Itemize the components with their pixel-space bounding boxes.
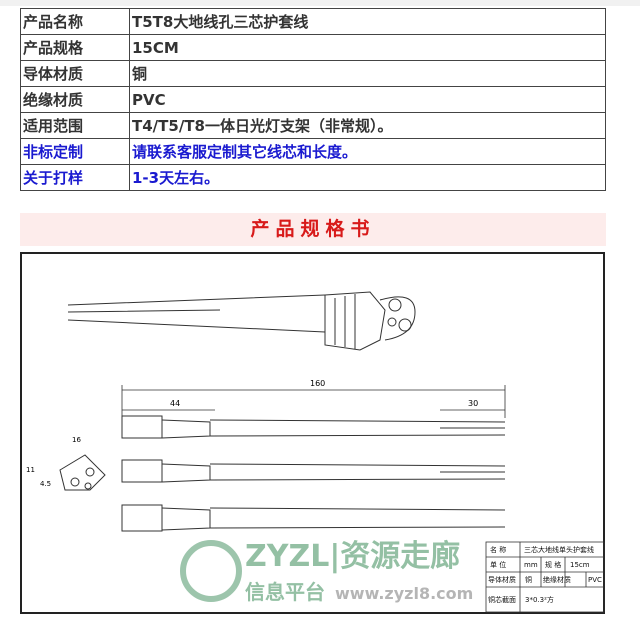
spec-value: T5T8大地线孔三芯护套线: [129, 8, 606, 35]
dimension-lines: [121, 385, 506, 418]
end-view: [59, 454, 106, 491]
spec-label: 适用范围: [20, 112, 130, 139]
spec-label: 产品规格: [20, 34, 130, 61]
tb-label: 导体材质: [488, 575, 516, 584]
spec-value: PVC: [129, 86, 606, 113]
cable-views: [121, 415, 506, 532]
tb-label: 单 位: [490, 560, 506, 569]
top-bar: [0, 0, 640, 6]
tb-value: PVC: [588, 576, 602, 584]
spec-label: 产品名称: [20, 8, 130, 35]
tb-label: 规 格: [545, 560, 561, 569]
spec-value: 铜: [129, 60, 606, 87]
dim-height: 11: [26, 466, 35, 474]
spec-label: 非标定制: [20, 138, 130, 165]
technical-drawing: 160 44 30 16 11 4.5 名 称 三芯大地线单头护套线 单 位 m…: [20, 252, 605, 614]
tb-label: 绝缘材质: [543, 575, 571, 584]
tb-label: 铜芯截面: [488, 595, 516, 604]
tb-value: 3*0.3²方: [525, 595, 554, 604]
spec-label: 绝缘材质: [20, 86, 130, 113]
dim-total: 160: [310, 379, 325, 388]
dim-height-inner: 4.5: [40, 480, 51, 488]
dim-left: 44: [170, 399, 180, 408]
spec-label: 关于打样: [20, 164, 130, 191]
dim-right: 30: [468, 399, 478, 408]
spec-value: 15CM: [129, 34, 606, 61]
watermark-sub: 信息平台: [245, 580, 325, 604]
spec-row: 非标定制请联系客服定制其它线芯和长度。: [20, 138, 606, 165]
watermark-logo-icon: [180, 540, 242, 602]
tb-value: mm: [524, 561, 538, 569]
watermark-url: www.zyzl8.com: [335, 584, 474, 603]
tb-label: 名 称: [490, 545, 506, 554]
spec-value: 请联系客服定制其它线芯和长度。: [129, 138, 606, 165]
spec-row: 导体材质铜: [20, 60, 606, 87]
spec-sheet-banner: 产品规格书: [20, 213, 606, 246]
tb-value: 铜: [525, 575, 532, 584]
spec-value: T4/T5/T8一体日光灯支架（非常规）。: [129, 112, 606, 139]
title-block: [485, 541, 605, 613]
cable-perspective: [67, 291, 416, 351]
spec-value: 1-3天左右。: [129, 164, 606, 191]
spec-label: 导体材质: [20, 60, 130, 87]
tb-value: 三芯大地线单头护套线: [524, 545, 594, 554]
watermark-brand: ZYZL|资源走廊: [245, 539, 461, 574]
dim-width: 16: [72, 436, 81, 444]
tb-value: 15cm: [570, 561, 590, 569]
